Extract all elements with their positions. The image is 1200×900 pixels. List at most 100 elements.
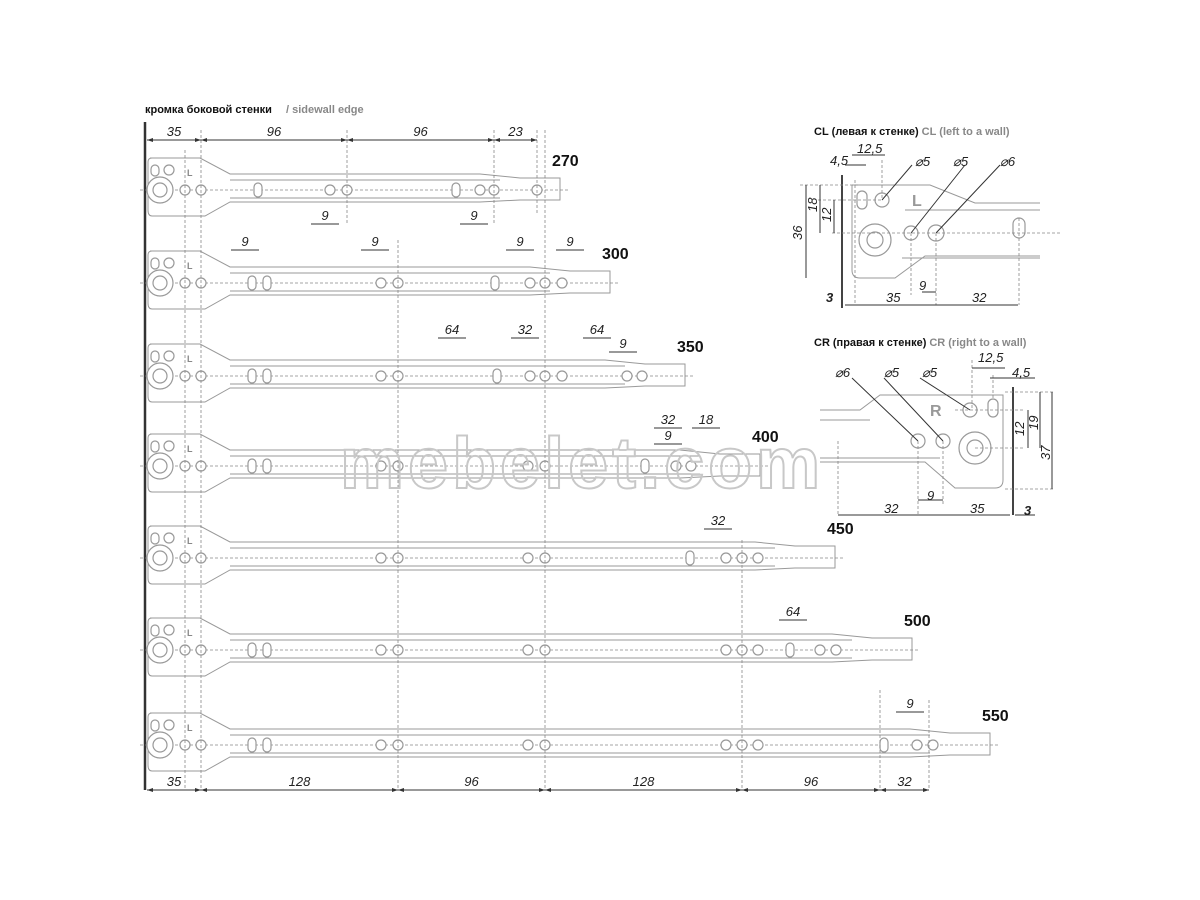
mount-slot <box>490 275 500 291</box>
mount-hole <box>720 552 732 564</box>
mount-hole <box>524 370 536 382</box>
dimension-label: 128 <box>633 774 655 789</box>
cr-dim: ⌀6 <box>835 365 851 380</box>
rail-dimension-label: 9 <box>470 208 477 223</box>
dimension-label: 23 <box>507 124 523 139</box>
rail-dimension-label: 32 <box>518 322 533 337</box>
mount-slot <box>247 642 257 658</box>
mount-hole <box>522 739 534 751</box>
cr-dim: 32 <box>884 501 899 516</box>
mount-hole <box>375 460 387 472</box>
svg-text:L: L <box>187 261 193 271</box>
mount-slot <box>262 368 272 384</box>
mount-hole <box>324 184 336 196</box>
cr-dim: 12 <box>1012 421 1027 436</box>
sidewall-edge-label-en: / sidewall edge <box>286 104 364 116</box>
cl-dim: ⌀5 <box>915 154 931 169</box>
cr-dim: 3 <box>1024 503 1032 518</box>
mount-hole <box>522 460 534 472</box>
cr-dim: ⌀5 <box>884 365 900 380</box>
rail-length-label: 550 <box>982 708 1009 725</box>
mount-slot <box>492 368 502 384</box>
mount-hole <box>752 552 764 564</box>
cr-dim: 12,5 <box>978 350 1004 365</box>
cl-detail: CL(левая к стенке)CL(left to a wall) L 1… <box>790 126 1060 308</box>
cr-dim: 37 <box>1038 445 1053 460</box>
cl-dim: ⌀6 <box>1000 154 1016 169</box>
mount-hole <box>524 277 536 289</box>
mount-slot <box>262 737 272 753</box>
mount-hole <box>670 460 682 472</box>
rail-dimension-label: 9 <box>906 696 913 711</box>
mount-hole <box>911 739 923 751</box>
watermark: mebelet.com <box>340 424 824 504</box>
mount-slot <box>685 550 695 566</box>
cl-title: CL(левая к стенке)CL(left to a wall) <box>814 126 1010 138</box>
cl-marker: L <box>912 193 922 210</box>
rail-length-label: 270 <box>552 153 579 170</box>
mount-slot <box>879 737 889 753</box>
rail-length-label: 450 <box>827 521 854 538</box>
mount-hole <box>522 552 534 564</box>
dimension-label: 35 <box>167 774 182 789</box>
mount-hole <box>814 644 826 656</box>
svg-text:L: L <box>187 354 193 364</box>
dimension-label: 96 <box>464 774 479 789</box>
rail-dimension-label: 32 <box>711 513 726 528</box>
cr-dim: 9 <box>927 488 934 503</box>
mount-slot <box>247 458 257 474</box>
cl-dim: 12 <box>819 207 834 222</box>
sidewall-edge-label-ru: кромка боковой стенки <box>145 104 272 116</box>
rail-4: L 450 <box>140 521 854 585</box>
mount-slot <box>247 737 257 753</box>
rail-3: L 400 <box>140 429 779 493</box>
rail-dimension-label: 64 <box>445 322 459 337</box>
dimension-label: 96 <box>804 774 819 789</box>
svg-text:L: L <box>187 628 193 638</box>
svg-text:L: L <box>187 723 193 733</box>
dimension-label: 35 <box>167 124 182 139</box>
rail-6: L 550 <box>140 708 1009 772</box>
cr-dim: ⌀5 <box>922 365 938 380</box>
cl-dim: 36 <box>790 225 805 240</box>
mount-hole <box>685 460 697 472</box>
rail-dimension-label: 9 <box>664 428 671 443</box>
mount-hole <box>830 644 842 656</box>
cr-title: CR(правая к стенке)CR(right to a wall) <box>814 337 1027 349</box>
cr-dim: 19 <box>1026 416 1041 430</box>
mount-hole <box>375 552 387 564</box>
dimension-label: 96 <box>267 124 282 139</box>
rail-length-label: 500 <box>904 613 931 630</box>
rail-5: L 500 <box>140 613 931 677</box>
cl-dim: 32 <box>972 290 987 305</box>
mount-slot <box>262 642 272 658</box>
cl-dim: ⌀5 <box>953 154 969 169</box>
mount-hole <box>720 644 732 656</box>
rail-dimension-label: 64 <box>590 322 604 337</box>
svg-text:L: L <box>187 444 193 454</box>
rail-dimension-label: 9 <box>566 234 573 249</box>
mount-hole <box>720 739 732 751</box>
dimension-label: 96 <box>413 124 428 139</box>
mount-slot <box>262 458 272 474</box>
mount-hole <box>375 370 387 382</box>
rail-dimension-label: 9 <box>516 234 523 249</box>
svg-text:L: L <box>187 536 193 546</box>
mount-slot <box>253 182 263 198</box>
cr-dim: 4,5 <box>1012 365 1031 380</box>
dimension-label: 32 <box>897 774 912 789</box>
rail-length-label: 350 <box>677 339 704 356</box>
mount-slot <box>247 368 257 384</box>
mount-hole <box>927 739 939 751</box>
mount-hole <box>752 739 764 751</box>
mount-slot <box>785 642 795 658</box>
rail-2: L 350 <box>140 339 704 403</box>
cl-dim: 35 <box>886 290 901 305</box>
rail-length-label: 400 <box>752 429 779 446</box>
rail-dimension-label: 64 <box>786 604 800 619</box>
mount-slot <box>451 182 461 198</box>
cl-dim: 4,5 <box>830 153 849 168</box>
